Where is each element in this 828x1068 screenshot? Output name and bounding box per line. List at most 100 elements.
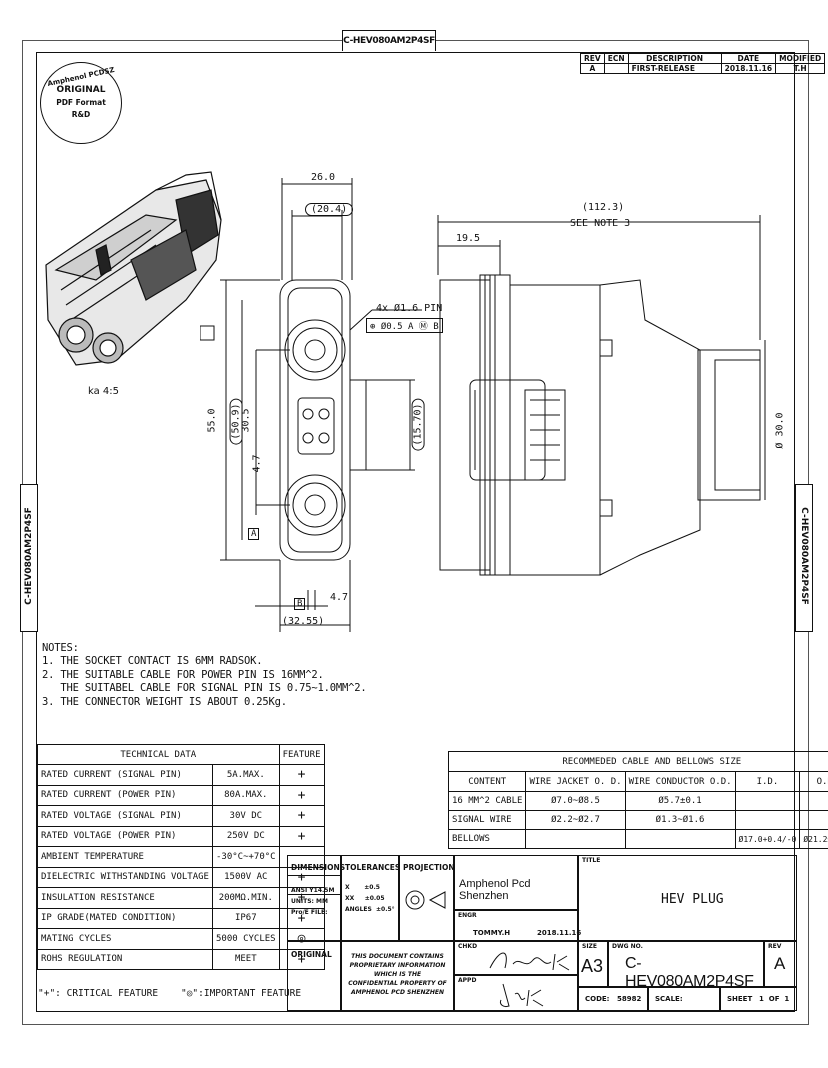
tech-row-label: RATED CURRENT (POWER PIN) [37,784,213,806]
tech-row-label: ROHS REGULATION [37,948,213,970]
engr-name: TOMMY.H [473,929,511,937]
tech-row-label: MATING CYCLES [37,928,213,950]
tolerance-value: Ø0.5 [380,322,403,332]
datum-b-box: B [294,598,306,610]
left-side-part-number: C-HEV080AM2P4SF [24,507,34,605]
datum-a-box: A [248,528,260,540]
original-stamp: Amphenol PCDSZ ORIGINAL PDF Format R&D [40,62,122,144]
cable-row-od [799,791,828,811]
tech-row-label: IP GRADE(MATED CONDITION) [37,907,213,929]
tolerance-symbol-icon: ⊕ [370,322,376,332]
tech-row-value: 200MΩ.MIN. [211,887,280,909]
projection-symbol-icon [405,890,446,910]
dwg-no-cell: DWG NO. C-HEV080AM2P4SF [608,941,764,990]
chkd-cell: CHKD [454,941,578,975]
critical-feature-icon: + [278,907,325,929]
revision-table: REV ECN DESCRIPTION DATE MODIFIED A FIRS… [580,53,826,74]
company-name: Amphenol Pcd Shenzhen [459,878,531,902]
company-cell: Amphenol Pcd Shenzhen [454,855,578,910]
critical-feature-icon: + [278,805,325,827]
tech-row-label: DIELECTRIC WITHSTANDING VOLTAGE [37,866,213,888]
projection-cell: PROJECTION [399,855,455,941]
sheet-value: 1 OF 1 [759,995,790,1003]
size-cell: SIZE A3 [578,941,608,987]
notes-heading: NOTES: [42,642,79,654]
left-side-tab: C-HEV080AM2P4SF [20,484,38,632]
side-view-drawing [437,215,766,576]
tech-row-value: 1500V AC [211,866,280,888]
detail-scale-label: ka 4:5 [88,386,120,397]
ecn-cell [603,63,629,74]
cable-header-content: CONTENT [447,771,527,792]
proprietary-cell: THIS DOCUMENT CONTAINS PROPRIETARY INFOR… [341,941,454,1011]
tol-xx: XX ±0.05 [345,895,385,902]
cable-row-content: 16 MM^2 CABLE [447,791,527,811]
cable-bellows-table: RECOMMEDED CABLE AND BELLOWS SIZE CONTEN… [447,751,828,849]
date-header: DATE [720,53,777,64]
tech-row-value: MEET [211,948,280,970]
note-2: 2. THE SUITABLE CABLE FOR POWER PIN IS 1… [42,668,324,681]
stamp-dept: R&D [71,110,91,119]
dim-30-5: 30.5 [240,408,252,433]
code-value: 58982 [617,995,642,1003]
proprietary-notice: THIS DOCUMENT CONTAINS PROPRIETARY INFOR… [348,953,447,996]
checker-signature-image [489,952,570,971]
stamp-original: ORIGINAL [56,85,106,95]
cable-header-od: O.D. [799,771,828,792]
rev-cell-title-block: REV A [764,941,797,987]
dim-55: 55.0 [206,408,218,433]
rev-cell: A [580,63,605,74]
tech-row-label: RATED CURRENT (SIGNAL PIN) [37,764,213,786]
tech-row-label: INSULATION RESISTANCE [37,887,213,909]
stamp-format: PDF Format [56,98,106,107]
rev-value: A [774,954,786,973]
dim-26: 26.0 [311,172,336,183]
cable-row-content: BELLOWS [447,829,527,849]
dimensions-label: DIMENSIONS [291,863,346,872]
dim-4-7-vertical: 4.7 [251,454,263,473]
cable-row-od: Ø21.2± 0.5 [799,829,828,849]
chkd-label: CHKD [458,943,478,950]
cable-header-id: I.D. [734,771,801,792]
rev-header: REV [580,53,605,64]
tol-x: X ±0.5 [345,884,380,891]
engr-label: ENGR [458,912,477,919]
approver-signature-image [500,983,544,1007]
cable-row-jacket: Ø2.2~Ø2.7 [525,810,626,830]
cable-row-conductor: Ø1.3~Ø1.6 [624,810,736,830]
tech-row-value: IP67 [211,907,280,929]
appd-label: APPD [458,977,477,984]
cable-header-jacket: WIRE JACKET O. D. [525,771,626,792]
engr-cell: ENGR TOMMY.H 2018.11.16 [454,910,582,941]
critical-feature-icon: + [278,948,325,970]
cable-row-id [734,810,801,830]
dwg-no-value: C-HEV080AM2P4SF [625,955,754,990]
cable-row-conductor [624,829,736,849]
cable-header-conductor: WIRE CONDUCTOR O.D. [624,771,736,792]
title-label: TITLE [582,857,601,864]
description-cell: FIRST-RELEASE [627,63,722,74]
tolerances-label: TOLERANCES [345,863,401,872]
size-value: A3 [581,956,604,976]
feature-legend: "+": CRITICAL FEATURE "◎":IMPORTANT FEAT… [38,988,302,999]
modified-header: MODIFIED [775,53,826,64]
tech-row-label: AMBIENT TEMPERATURE [37,846,213,868]
dim-file: Pro/E FILE: [291,909,328,916]
dim-20-4: (20.4) [305,203,354,216]
cable-row-conductor: Ø5.7±0.1 [624,791,736,811]
dim-19-5: 19.5 [456,233,481,244]
sheet-cell: SHEET 1 OF 1 [720,987,797,1011]
description-header: DESCRIPTION [627,53,722,64]
cable-row-id [734,791,801,811]
dim-15-70: (15.70) [411,398,425,451]
technical-data-header: TECHNICAL DATA [37,744,280,765]
tech-row-label: RATED VOLTAGE (POWER PIN) [37,825,213,847]
technical-data-table: TECHNICAL DATA FEATURE RATED CURRENT (SI… [37,744,325,970]
projection-label: PROJECTION [403,863,455,872]
engr-date: 2018.11.16 [537,929,582,937]
tolerance-datums: A Ⓜ B [407,322,439,332]
dim-4-7-horizontal: 4.7 [330,592,349,603]
code-label: CODE: [585,995,610,1003]
dim-112-3: (112.3) [582,202,625,213]
code-cell: CODE: 58982 [578,987,648,1011]
